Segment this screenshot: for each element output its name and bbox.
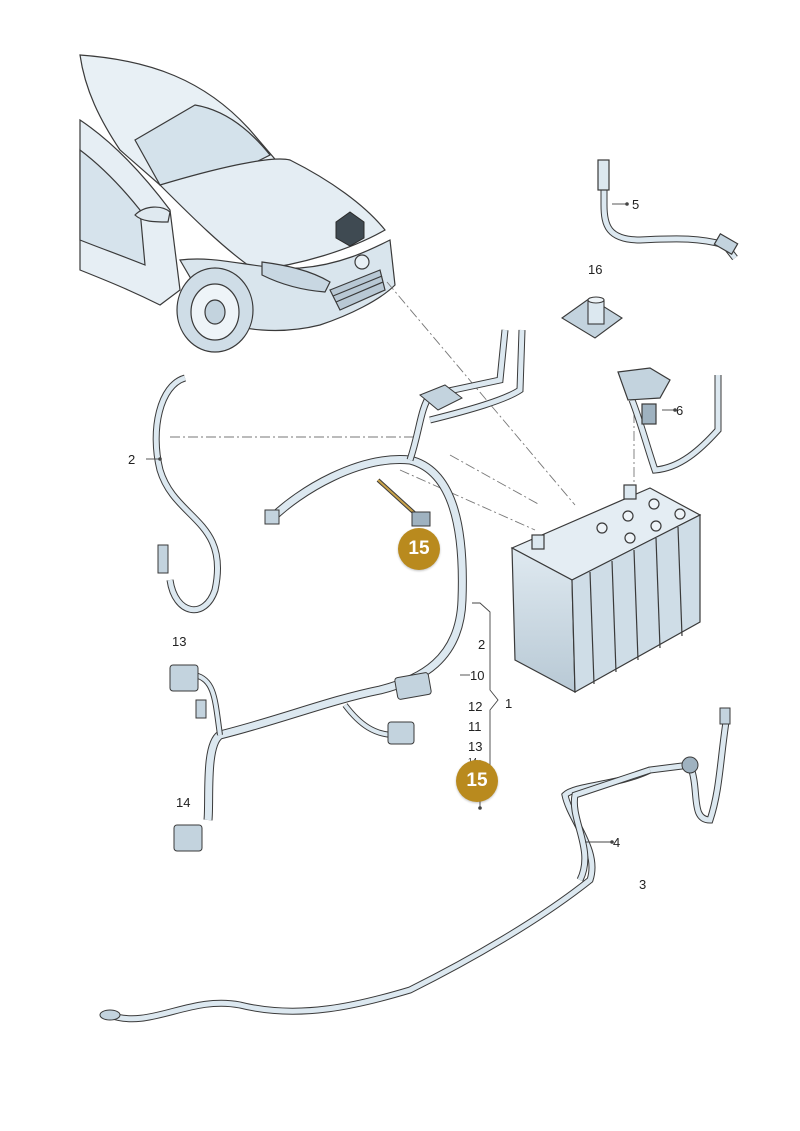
highlight-badge-15-lower[interactable]: 15 <box>456 760 498 802</box>
callout-1: 1 <box>505 696 513 711</box>
callout-3: 3 <box>639 877 647 892</box>
badge-label: 15 <box>466 770 488 791</box>
cable-item-5 <box>597 159 739 261</box>
callout-13-bracket: 13 <box>468 739 483 754</box>
callout-5: 5 <box>632 197 640 212</box>
ground-cable-item-2 <box>152 374 221 614</box>
callout-14-left: 14 <box>176 795 191 810</box>
callout-12: 12 <box>468 699 483 714</box>
badge-label: 15 <box>408 538 430 559</box>
hex-location-marker-icon <box>335 211 365 247</box>
main-wiring-harness <box>169 329 526 852</box>
callout-16: 16 <box>588 262 603 277</box>
clamp-cable-item-6 <box>617 367 722 474</box>
callout-6: 6 <box>676 403 684 418</box>
long-cable-item-3 <box>99 707 731 1023</box>
callout-2-left: 2 <box>128 452 136 467</box>
vehicle-front-view-icon <box>79 54 396 353</box>
highlight-badge-15-upper[interactable]: 15 <box>398 528 440 570</box>
callout-13-left: 13 <box>172 634 187 649</box>
callout-2-bracket: 2 <box>478 637 486 652</box>
callout-4: 4 <box>613 835 621 850</box>
terminal-cover-item-16 <box>561 296 623 339</box>
battery-icon <box>510 484 702 694</box>
clip-item-15-upper <box>376 478 431 527</box>
callout-11: 11 <box>468 719 482 734</box>
callout-10: 10 <box>470 668 485 683</box>
